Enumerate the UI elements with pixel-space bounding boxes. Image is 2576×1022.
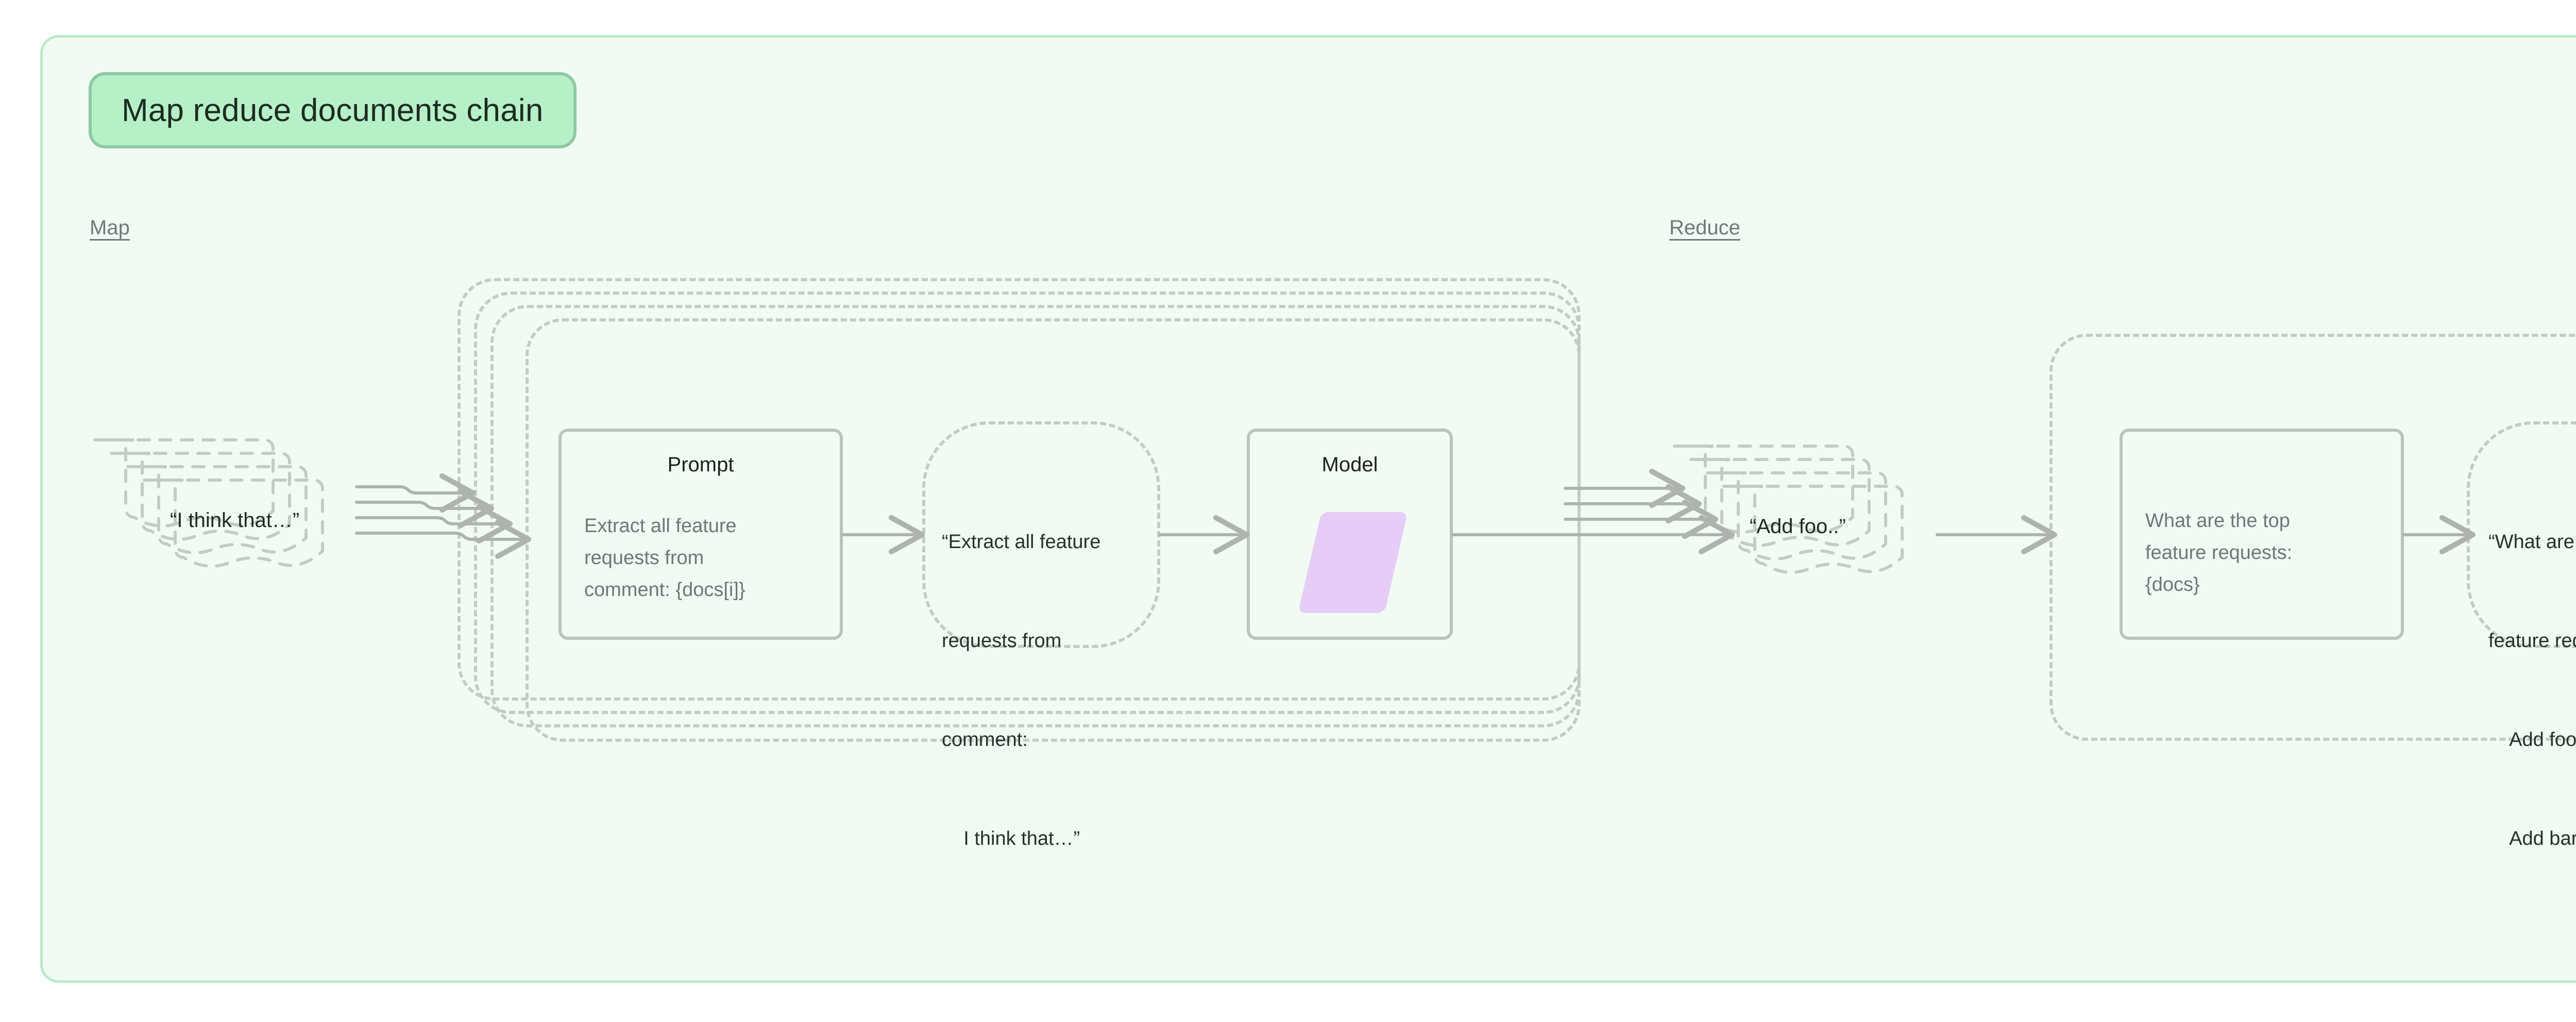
section-label-reduce: Reduce — [1669, 216, 1740, 239]
reduce-prompt-body: What are the top feature requests: {docs… — [2145, 505, 2398, 601]
map-prompt-title: Prompt — [667, 453, 734, 476]
map-model-box: Model — [1247, 429, 1453, 640]
page-title: Map reduce documents chain — [122, 92, 544, 128]
map-rendered-prompt-bubble: “Extract all feature requests from comme… — [922, 421, 1160, 849]
map-bubble-line-2: requests from — [942, 630, 1062, 652]
model-parallelogram-icon — [1298, 512, 1408, 613]
doc-stack-shapes — [1674, 445, 1904, 574]
map-bubble-line-1: “Extract all feature — [942, 531, 1101, 553]
map-input-doc-stack: “I think that…” — [88, 417, 355, 577]
map-bubble-line-3: comment: — [942, 729, 1028, 751]
map-model-title: Model — [1321, 453, 1378, 476]
map-output-doc-stack: “Add foo..” — [1667, 423, 1935, 583]
reduce-prompt-line-1: What are the top — [2145, 510, 2290, 532]
reduce-bubble-line-1: “What are the top — [2488, 531, 2574, 553]
map-output-doc-label: “Add foo..” — [1750, 515, 1846, 538]
map-prompt-box: Prompt Extract all feature requests from… — [558, 429, 843, 640]
map-input-doc-label: “I think that…” — [170, 509, 300, 532]
reduce-rendered-prompt-bubble: “What are the top feature requests: Add … — [2467, 421, 2576, 849]
map-prompt-body: Extract all feature requests from commen… — [584, 510, 837, 606]
diagram-title-badge: Map reduce documents chain — [89, 72, 577, 148]
reduce-bubble-line-4: Add bar…” — [2509, 828, 2576, 849]
reduce-rendered-prompt-text: “What are the top feature requests: Add … — [2488, 459, 2576, 921]
doc-stack-shapes — [95, 438, 324, 568]
reduce-bubble-line-2: feature requests: — [2488, 630, 2576, 652]
map-prompt-line-3: comment: {docs[i]} — [584, 579, 745, 601]
section-label-map: Map — [90, 216, 130, 239]
reduce-prompt-box: What are the top feature requests: {docs… — [2120, 429, 2404, 640]
reduce-prompt-line-3: {docs} — [2145, 574, 2200, 595]
map-rendered-prompt-text: “Extract all feature requests from comme… — [942, 459, 1148, 921]
map-prompt-line-1: Extract all feature — [584, 515, 737, 537]
map-prompt-line-2: requests from — [584, 547, 704, 569]
reduce-prompt-line-2: feature requests: — [2145, 542, 2293, 564]
map-bubble-line-4: I think that…” — [942, 828, 1080, 849]
reduce-bubble-line-3: Add foo… — [2509, 729, 2576, 751]
